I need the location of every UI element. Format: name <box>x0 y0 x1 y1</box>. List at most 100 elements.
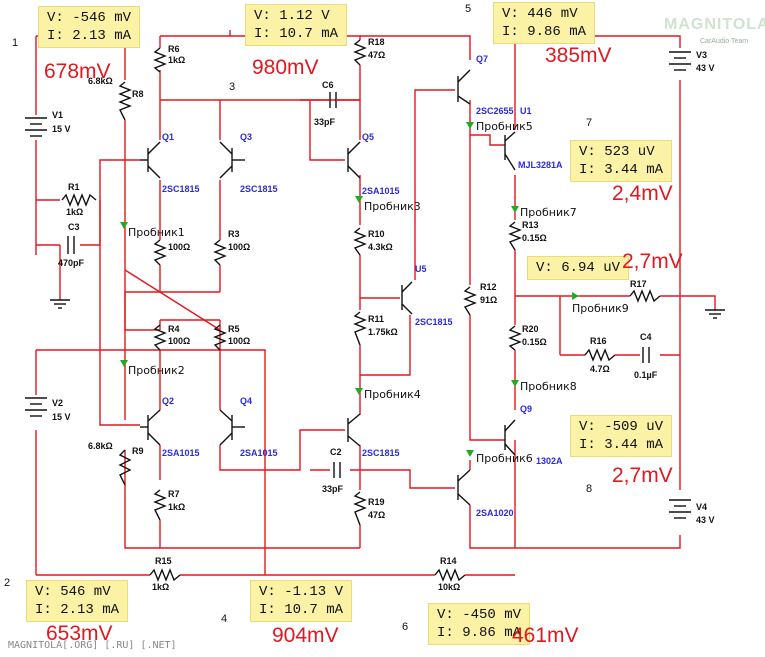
probe-label: Пробник6 <box>476 452 533 465</box>
ground-symbol <box>705 309 725 319</box>
part-ref: Q9 <box>520 404 532 414</box>
probe-label: Пробник9 <box>572 302 629 315</box>
part-ref: U5 <box>415 264 427 274</box>
part-ref: Q5 <box>362 132 374 142</box>
readout-box: V: 6.94 uV <box>527 256 630 280</box>
part-value: 100Ω <box>228 242 250 252</box>
node-label: 3 <box>229 81 235 93</box>
part-labels: R6 1kΩ R8 6.8kΩ Q1 2SC1815 Q3 2SC1815 R1… <box>52 37 715 592</box>
current-readout: I: 2.13 mA <box>35 602 120 618</box>
measured-value: 904mV <box>272 624 339 647</box>
part-ref: R5 <box>228 324 240 334</box>
part-value: 15 V <box>52 124 71 134</box>
measured-value: 2,7mV <box>612 464 673 487</box>
part-model: 2SA1015 <box>240 448 278 458</box>
battery-v2 <box>25 397 47 417</box>
part-value: 1kΩ <box>66 207 83 217</box>
battery-v3 <box>669 51 691 71</box>
node-label: 5 <box>465 3 471 15</box>
part-value: 15 V <box>52 412 71 422</box>
readout-box: V: -546 mV I: 2.13 mA <box>38 6 141 48</box>
part-model: 2SA1020 <box>476 508 514 518</box>
part-ref: R3 <box>228 229 240 239</box>
readout-box: V: -1.13 V I: 10.7 mA <box>250 580 353 622</box>
part-ref: R9 <box>132 446 144 456</box>
probe-label: Пробник4 <box>364 388 421 401</box>
part-ref: Q3 <box>240 132 252 142</box>
part-ref: C3 <box>68 222 80 232</box>
ground-symbol <box>50 299 70 309</box>
part-ref: R1 <box>68 182 80 192</box>
part-ref: R17 <box>630 279 647 289</box>
voltage-readout: V: -1.13 V <box>259 584 344 600</box>
part-ref: R16 <box>590 336 607 346</box>
node-label: 8 <box>586 483 592 495</box>
probe-label: Пробник8 <box>520 380 577 393</box>
wires <box>35 30 716 576</box>
probe-label: Пробник7 <box>520 206 577 219</box>
part-ref: C2 <box>330 447 342 457</box>
node-label: 6 <box>402 621 408 633</box>
part-value: 1kΩ <box>168 55 185 65</box>
part-model: 2SC1815 <box>362 448 400 458</box>
capacitors <box>67 92 650 478</box>
transistors <box>140 69 516 506</box>
part-value: 4.7Ω <box>590 364 610 374</box>
current-readout: I: 2.13 mA <box>47 28 132 44</box>
part-value: 43 V <box>696 63 715 73</box>
part-value: 47Ω <box>368 510 385 520</box>
voltage-readout: V: 523 uV <box>579 144 655 160</box>
part-value: 33pF <box>314 117 336 127</box>
brand-logo: MAGNITOLA <box>664 16 765 33</box>
part-value: 100Ω <box>168 336 190 346</box>
part-ref: C4 <box>640 332 652 342</box>
measured-value: 461mV <box>512 624 579 647</box>
part-ref: Q2 <box>162 396 174 406</box>
voltage-readout: V: 1.12 V <box>254 8 330 24</box>
part-ref: Q1 <box>162 132 174 142</box>
part-ref: Q4 <box>240 396 252 406</box>
readout-box: V: 546 mV I: 2.13 mA <box>26 580 129 622</box>
part-value: 10kΩ <box>438 582 460 592</box>
battery-v4 <box>669 499 691 519</box>
part-ref: R4 <box>168 324 180 334</box>
part-ref: R19 <box>368 497 385 507</box>
part-ref: R15 <box>155 556 172 566</box>
readout-box: V: -509 uV I: 3.44 mA <box>570 415 673 457</box>
node-label: 2 <box>4 577 10 589</box>
part-ref: R12 <box>480 282 497 292</box>
probe-label: Пробник1 <box>128 226 185 239</box>
part-value: 47Ω <box>368 50 385 60</box>
part-ref: V1 <box>52 110 63 120</box>
current-readout: I: 10.7 mA <box>259 602 344 618</box>
voltage-readout: V: -450 mV <box>437 607 522 623</box>
voltage-readout: V: 6.94 uV <box>536 260 621 276</box>
part-ref: V3 <box>696 50 707 60</box>
part-model: 2SA1015 <box>362 186 400 196</box>
part-model: 2SC1815 <box>162 184 200 194</box>
part-ref: R18 <box>368 37 385 47</box>
brand-tagline: CarAudio Team <box>700 38 749 45</box>
probe-label: Пробник3 <box>364 200 421 213</box>
part-value: 33pF <box>322 484 344 494</box>
part-value: 1kΩ <box>168 502 185 512</box>
measured-value: 980mV <box>252 56 319 79</box>
readout-box: V: 446 mV I: 9.86 mA <box>493 2 596 44</box>
footer-watermark: MAGNITOLA[.ORG] [.RU] [.NET] <box>8 640 177 651</box>
node-label: 4 <box>221 613 227 625</box>
part-model: 1302A <box>536 456 563 466</box>
part-value: 4.3kΩ <box>368 242 393 252</box>
part-value: 0.15Ω <box>522 337 547 347</box>
voltage-readout: V: 546 mV <box>35 584 111 600</box>
probe-label: Пробник2 <box>128 364 185 377</box>
node-label: 7 <box>586 117 592 129</box>
part-ref: R13 <box>522 220 539 230</box>
measured-value: 385mV <box>545 44 612 67</box>
measured-value: 2,7mV <box>622 250 683 273</box>
part-value: 100Ω <box>168 242 190 252</box>
resistors <box>61 39 661 582</box>
part-ref: R11 <box>368 314 384 324</box>
part-value: 0.15Ω <box>522 233 547 243</box>
voltage-readout: V: -509 uV <box>579 419 664 435</box>
